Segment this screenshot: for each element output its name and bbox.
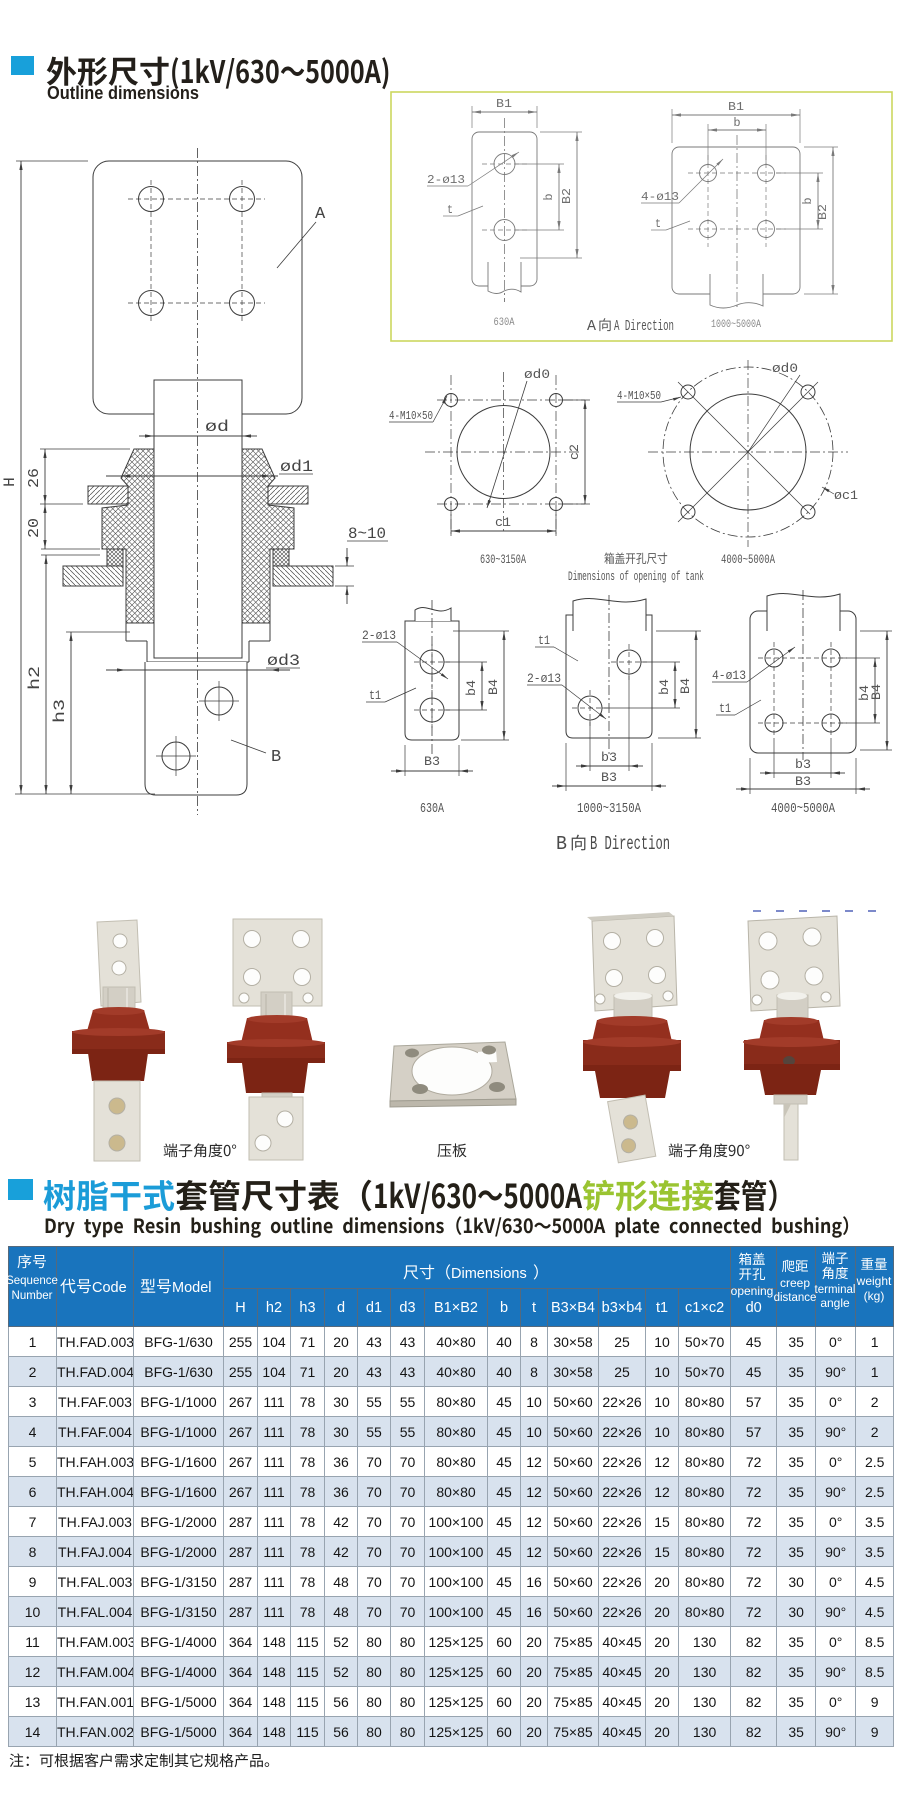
svg-text:B4: B4 [678, 678, 693, 694]
svg-text:ød0: ød0 [524, 367, 550, 382]
svg-text:c2: c2 [567, 444, 582, 460]
svg-text:t1: t1 [719, 701, 731, 716]
svg-text:Outline dimensions: Outline dimensions [47, 83, 199, 103]
svg-text:4-M10×50: 4-M10×50 [617, 389, 661, 403]
svg-text:b: b [542, 193, 556, 200]
svg-text:øc1: øc1 [834, 488, 858, 503]
svg-text:B Direction: B Direction [590, 833, 670, 855]
svg-text:4-ø13: 4-ø13 [712, 668, 746, 683]
svg-text:b4: b4 [857, 685, 872, 701]
svg-text:ød1: ød1 [280, 458, 313, 476]
svg-text:2-ø13: 2-ø13 [527, 671, 561, 686]
svg-text:h3: h3 [51, 699, 69, 723]
svg-text:4-ø13: 4-ø13 [641, 190, 679, 204]
svg-text:b: b [801, 197, 815, 204]
svg-text:8~10: 8~10 [348, 525, 386, 543]
svg-text:20: 20 [26, 518, 43, 538]
svg-text:B2: B2 [816, 204, 830, 220]
svg-text:Dimensions of opening of tank: Dimensions of opening of tank [568, 569, 704, 584]
svg-text:B4: B4 [486, 679, 501, 695]
svg-text:t: t [447, 203, 453, 217]
svg-text:2-ø13: 2-ø13 [362, 628, 396, 643]
svg-text:A: A [587, 318, 596, 335]
svg-text:1000~3150A: 1000~3150A [577, 801, 641, 817]
svg-text:ød3: ød3 [267, 652, 300, 670]
svg-text:b4: b4 [657, 679, 672, 695]
svg-text:4-M10×50: 4-M10×50 [389, 409, 433, 423]
svg-text:B1: B1 [728, 100, 744, 114]
svg-text:2-ø13: 2-ø13 [427, 173, 465, 187]
svg-text:b4: b4 [464, 680, 479, 696]
svg-text:ød: ød [205, 418, 229, 436]
svg-text:c1: c1 [495, 515, 511, 530]
svg-text:B1: B1 [496, 97, 512, 111]
svg-text:B3: B3 [601, 770, 617, 785]
svg-text:630A: 630A [494, 317, 515, 329]
svg-text:A Direction: A Direction [614, 318, 674, 335]
svg-text:B: B [556, 833, 567, 855]
svg-text:1000~5000A: 1000~5000A [711, 319, 761, 331]
svg-text:H: H [1, 477, 19, 487]
svg-text:B3: B3 [424, 754, 440, 769]
svg-text:b3: b3 [795, 757, 811, 772]
svg-text:ød0: ød0 [772, 361, 798, 376]
svg-text:630A: 630A [420, 801, 444, 817]
svg-text:A: A [315, 205, 326, 224]
svg-text:b: b [733, 116, 740, 130]
svg-text:4000~5000A: 4000~5000A [771, 801, 835, 817]
svg-text:h2: h2 [26, 666, 44, 690]
svg-text:B2: B2 [560, 188, 574, 204]
svg-text:4000~5000A: 4000~5000A [721, 553, 775, 567]
svg-text:B3: B3 [795, 774, 811, 789]
svg-text:B: B [271, 748, 281, 767]
svg-text:B4: B4 [869, 684, 884, 700]
svg-text:26: 26 [26, 468, 43, 488]
svg-text:b3: b3 [601, 750, 617, 765]
svg-text:t1: t1 [538, 633, 550, 648]
svg-text:t: t [655, 217, 661, 231]
svg-text:630~3150A: 630~3150A [480, 553, 526, 567]
svg-text:t1: t1 [369, 688, 381, 703]
